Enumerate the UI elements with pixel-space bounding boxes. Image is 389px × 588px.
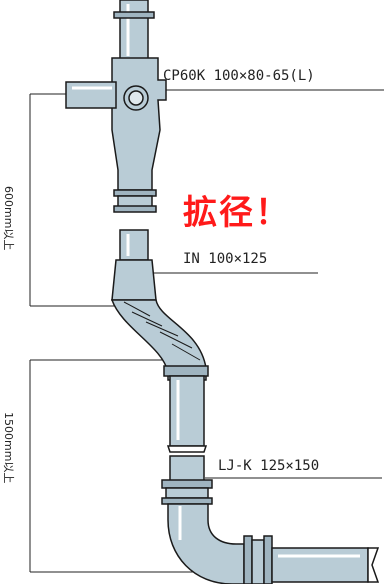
upper-dimension-label: 600mm以上 (2, 186, 15, 251)
bottom-fitting-label: LJ-K 125×150 (218, 458, 320, 474)
lower-dimension-label: 1500mm以上 (2, 412, 15, 484)
top-pipe (113, 0, 155, 61)
dimension-lines (29, 89, 384, 573)
increaser-label: IN 100×125 (183, 251, 268, 267)
emphasis-label: 拡径！ (183, 193, 291, 233)
lower-pipe (161, 375, 213, 505)
cp60k-fitting (65, 57, 167, 213)
increaser-section (110, 229, 209, 381)
top-fitting-label: CP60K 100×80-65(L) (163, 68, 315, 84)
ljk-elbow (167, 503, 380, 585)
